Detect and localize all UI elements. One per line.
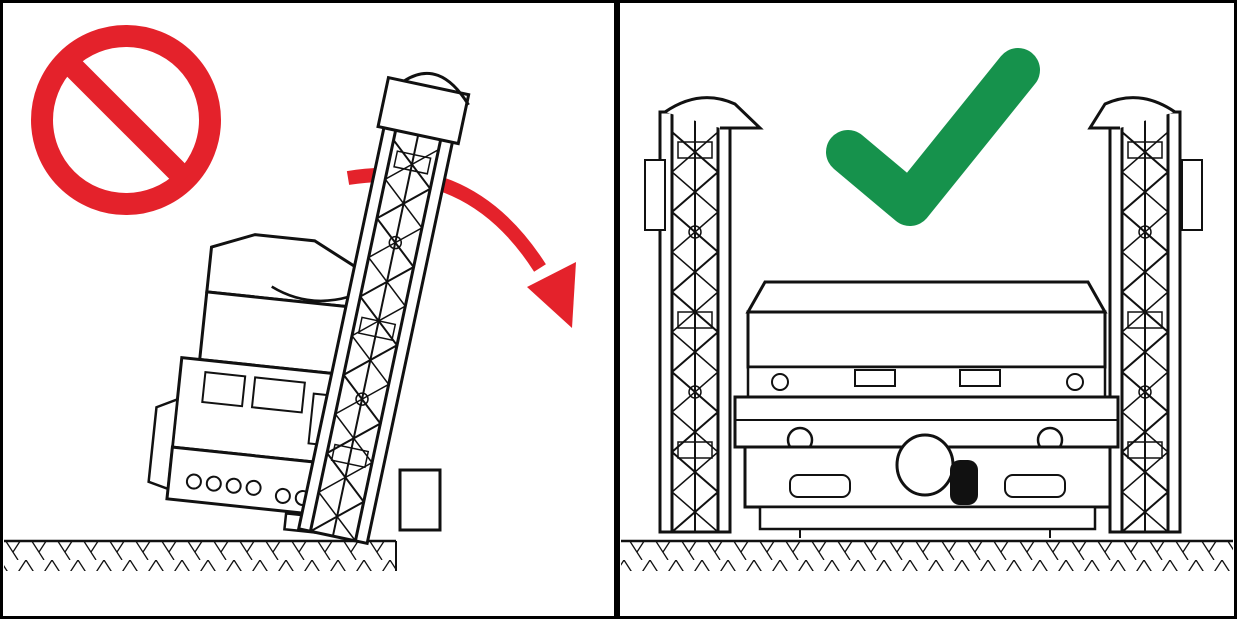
left-panel <box>4 25 576 571</box>
spreader-tipping <box>147 71 471 545</box>
prohibition-icon <box>31 25 221 215</box>
left-ground-hatch <box>4 539 397 571</box>
right-ground-hatch <box>621 539 1233 571</box>
right-panel <box>621 48 1233 571</box>
spreader-upright <box>644 96 1203 538</box>
checkmark-icon <box>826 48 1040 226</box>
